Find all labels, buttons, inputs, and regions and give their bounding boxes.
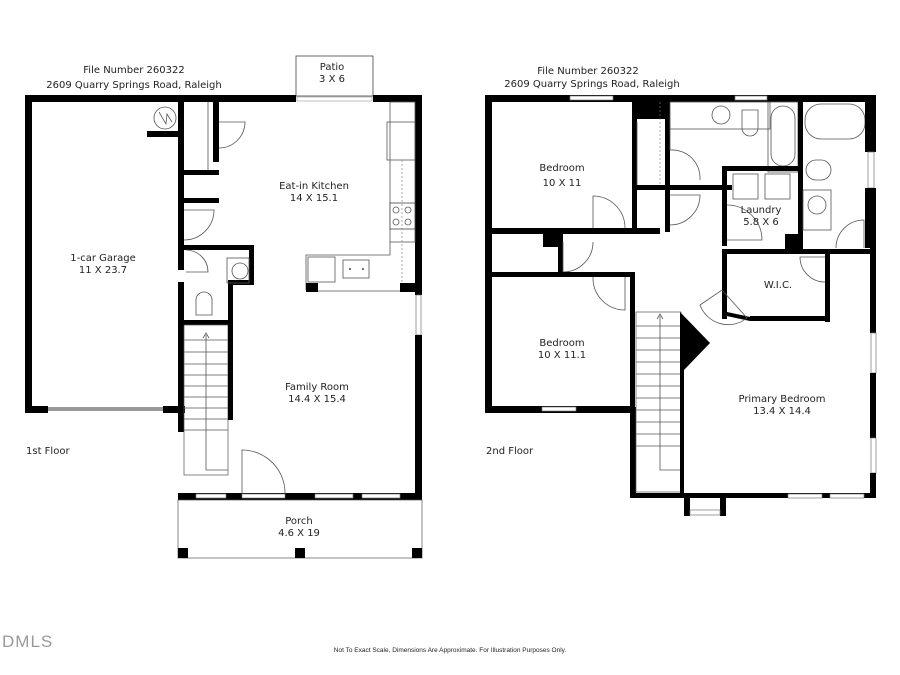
room-name: Porch <box>285 516 313 527</box>
room-name: Bedroom <box>539 338 585 349</box>
room-dims: 14 X 15.1 <box>289 193 339 204</box>
room-dims: 14.4 X 15.4 <box>288 394 346 405</box>
room-primary-bedroom: Primary Bedroom 13.4 X 14.4 <box>738 394 825 418</box>
room-name: Family Room <box>285 382 349 393</box>
room-name: W.I.C. <box>763 280 793 291</box>
floor2-file-number: File Number 260322 <box>537 66 639 77</box>
floor1-label: 1st Floor <box>26 446 70 457</box>
room-dims: 5.8 X 6 <box>743 217 779 228</box>
room-eat-in-kitchen: Eat-in Kitchen 14 X 15.1 <box>279 181 349 205</box>
room-dims: 10 X 11 <box>542 178 582 189</box>
room-bedroom-1: Bedroom 10 X 11 <box>539 161 584 191</box>
room-name: 1-car Garage <box>70 253 136 264</box>
second-floor-plan <box>485 95 877 516</box>
floor1-file-number: File Number 260322 <box>83 65 185 76</box>
room-family-room: Family Room 14.4 X 15.4 <box>285 382 349 406</box>
room-garage: 1-car Garage 11 X 23.7 <box>70 253 136 277</box>
first-floor-plan <box>25 55 423 559</box>
floor2-label: 2nd Floor <box>486 446 534 457</box>
room-dims: 10 X 11.1 <box>537 350 587 361</box>
room-porch: Porch 4.6 X 19 <box>278 516 320 540</box>
disclaimer-text: Not To Exact Scale, Dimensions Are Appro… <box>333 647 567 654</box>
mls-logo: DMLS <box>2 632 54 651</box>
room-dims: 4.6 X 19 <box>278 528 320 539</box>
room-name: Bedroom <box>539 163 585 174</box>
room-wic: W.I.C. <box>764 280 792 292</box>
floor2-address: 2609 Quarry Springs Road, Raleigh <box>504 79 680 90</box>
floor1-address: 2609 Quarry Springs Road, Raleigh <box>46 80 222 91</box>
room-dims: 3 X 6 <box>319 74 345 85</box>
room-name: Patio <box>319 62 345 73</box>
room-bedroom-2: Bedroom 10 X 11.1 <box>538 338 586 362</box>
room-dims: 11 X 23.7 <box>78 265 128 276</box>
room-patio: Patio 3 X 6 <box>319 62 345 86</box>
room-name: Eat-in Kitchen <box>279 181 349 192</box>
room-name: Laundry <box>740 205 782 216</box>
room-name: Primary Bedroom <box>738 394 826 405</box>
room-dims: 13.4 X 14.4 <box>753 406 811 417</box>
room-laundry: Laundry 5.8 X 6 <box>741 205 782 229</box>
